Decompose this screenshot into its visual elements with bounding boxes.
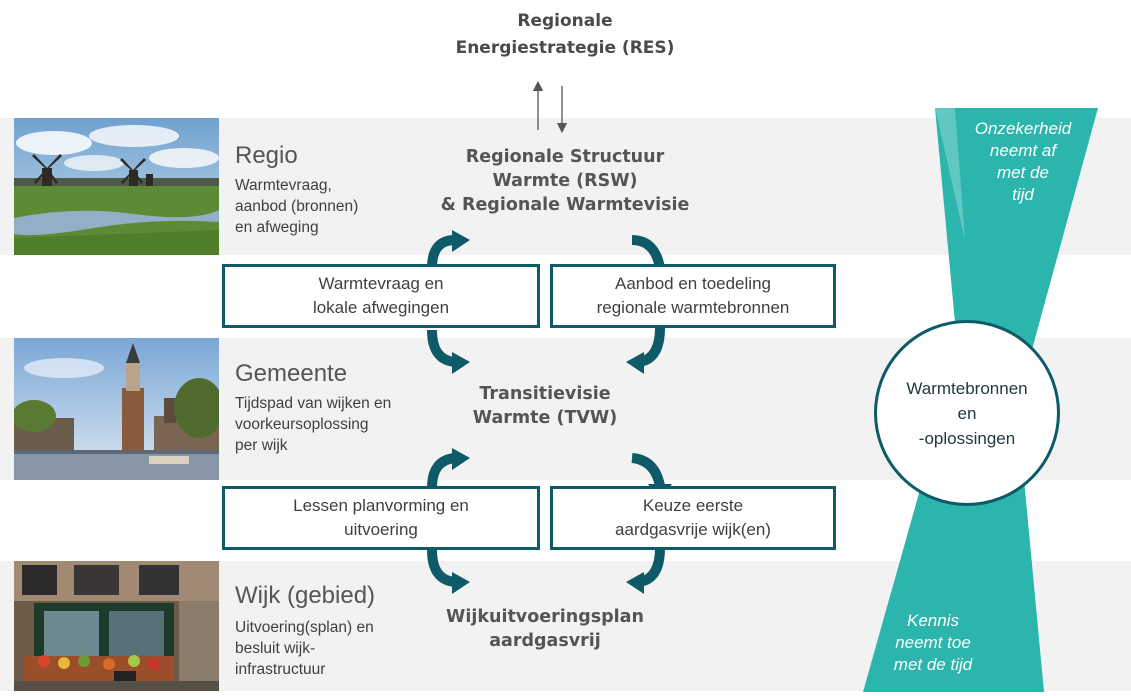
cycle-arrow-gemeente-right-lower <box>631 453 665 488</box>
desc-line: infrastructuur <box>235 661 326 678</box>
desc-line: voorkeursoplossing <box>235 416 369 433</box>
level-desc-wijk: Uitvoering(splan) en besluit wijk- infra… <box>235 617 374 680</box>
level-desc-gemeente: Tijdspad van wijken en voorkeursoplossin… <box>235 393 391 456</box>
warmtebronnen-circle: Warmtebronnen en -oplossingen <box>874 320 1060 506</box>
circle-line: Warmtebronnen <box>906 378 1028 398</box>
box-warmtevraag-lokale-afwegingen: Warmtevraag en lokale afwegingen <box>222 264 540 328</box>
plan-line: Wijkuitvoeringsplan <box>446 607 644 627</box>
desc-line: Tijdspad van wijken en <box>235 395 392 412</box>
band-text-line: met de tijd <box>893 655 973 674</box>
desc-line: aanbod (bronnen) <box>235 198 359 215</box>
band-text-line: tijd <box>1012 185 1034 204</box>
cycle-arrow-gemeente-left-lower <box>427 453 456 489</box>
circle-line: -oplossingen <box>918 428 1016 448</box>
cycle-arrow-gemeente-left-up <box>427 329 456 367</box>
arrowhead <box>452 572 470 594</box>
plan-title-gemeente: Transitievisie Warmte (TVW) <box>420 382 670 430</box>
windmill-landscape-photo <box>14 118 219 255</box>
desc-line: besluit wijk- <box>235 640 316 657</box>
box-line: Keuze eerste <box>642 496 744 515</box>
plan-line: aardgasvrij <box>489 631 601 651</box>
level-title-regio: Regio <box>235 142 298 169</box>
level-desc-regio: Warmtevraag, aanbod (bronnen) en afwegin… <box>235 175 358 238</box>
band-text-line: neemt af <box>989 141 1057 160</box>
band-text-line: Kennis <box>907 611 959 630</box>
box-line: Lessen planvorming en <box>293 496 469 515</box>
band-text-line: neemt toe <box>895 633 971 652</box>
band-text-line: met de <box>997 163 1049 182</box>
box-aanbod-toedeling: Aanbod en toedeling regionale warmtebron… <box>550 264 836 328</box>
plan-line: & Regionale Warmtevisie <box>440 195 690 215</box>
box-line: regionale warmtebronnen <box>596 298 790 317</box>
box-keuze-eerste-wijk: Keuze eerste aardgasvrije wijk(en) <box>550 486 836 550</box>
canal-tower-photo <box>14 338 219 480</box>
circle-line: en <box>957 403 977 423</box>
plan-title-wijk: Wijkuitvoeringsplan aardgasvrij <box>400 605 690 653</box>
box-lessen-planvorming: Lessen planvorming en uitvoering <box>222 486 540 550</box>
uncertainty-text: Onzekerheid neemt af met de tijd <box>958 118 1088 206</box>
cycle-arrow-regio-left <box>427 235 456 269</box>
arrowhead <box>452 448 470 470</box>
res-title: Regionale Energiestrategie (RES) <box>400 8 730 62</box>
res-title-line-2: Energiestrategie (RES) <box>455 38 675 58</box>
plan-line: Regionale Structuur <box>465 147 665 167</box>
box-line: Warmtevraag en <box>318 274 444 293</box>
level-title-wijk: Wijk (gebied) <box>235 582 376 609</box>
desc-line: en afweging <box>235 219 319 236</box>
band-white-notch-top <box>935 108 965 240</box>
desc-line: Warmtevraag, <box>235 177 332 194</box>
box-line: uitvoering <box>344 520 418 539</box>
box-line: Aanbod en toedeling <box>615 274 771 293</box>
arrowhead <box>626 352 644 374</box>
desc-line: per wijk <box>235 437 288 454</box>
box-line: lokale afwegingen <box>312 298 450 317</box>
cycle-arrow-wijk-left <box>427 549 456 587</box>
arrowhead <box>452 352 470 374</box>
plan-title-regio: Regionale Structuur Warmte (RSW) & Regio… <box>400 145 730 217</box>
arrowhead <box>452 230 470 252</box>
res-title-line-1: Regionale <box>517 11 613 31</box>
plan-line: Warmte (TVW) <box>472 408 618 428</box>
knowledge-text: Kennis neemt toe met de tijd <box>868 610 998 676</box>
level-title-gemeente: Gemeente <box>235 360 348 387</box>
band-text-line: Onzekerheid <box>974 119 1072 138</box>
plan-line: Warmte (RSW) <box>492 171 638 191</box>
box-line: aardgasvrije wijk(en) <box>615 520 771 539</box>
cycle-arrow-regio-right <box>631 235 665 270</box>
arrowhead <box>626 572 644 594</box>
desc-line: Uitvoering(splan) en <box>235 619 374 636</box>
shopfront-photo <box>14 561 219 691</box>
plan-line: Transitievisie <box>479 384 611 404</box>
